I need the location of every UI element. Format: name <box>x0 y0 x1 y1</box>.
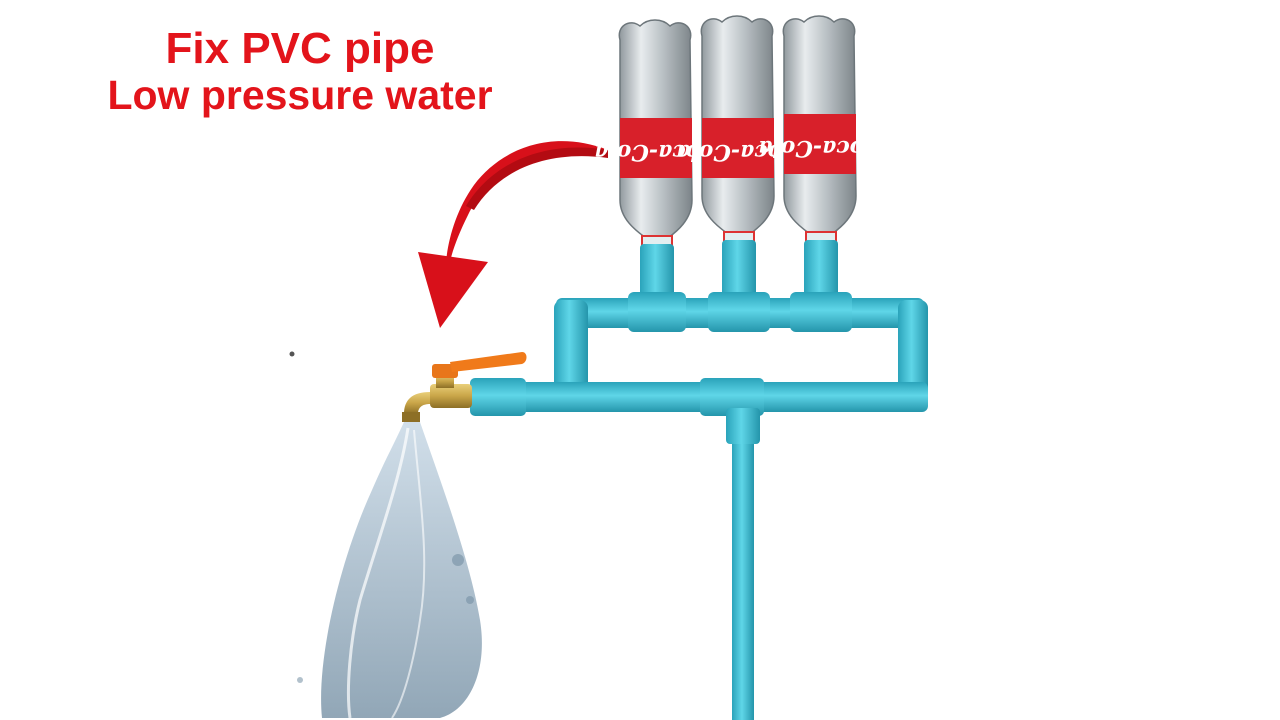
bottle-label-text-middle: Coca-Cola <box>676 139 800 165</box>
bottle-right: Coca-Cola <box>758 15 882 243</box>
bottom-main-pipe <box>470 378 928 416</box>
thumbnail-headline: Fix PVC pipe Low pressure water <box>40 24 560 119</box>
red-arrow-icon <box>418 141 608 328</box>
bottle-label-middle <box>702 118 774 178</box>
top-manifold-pipe <box>556 292 924 332</box>
bottle-left: Coca-Cola <box>594 19 718 247</box>
bottle-label-left <box>620 118 692 178</box>
headline-line-1: Fix PVC pipe <box>165 24 435 73</box>
bottle-label-right <box>784 114 856 174</box>
stand-pipe-tee <box>726 408 760 444</box>
brass-faucet <box>402 374 472 422</box>
bottle-label-text-left: Coca-Cola <box>594 139 718 165</box>
water-stream <box>289 351 482 719</box>
stand-pipe <box>732 412 754 720</box>
faucet-handle-icon <box>432 352 527 378</box>
loop-vertical-pipes <box>554 300 928 406</box>
bottle-label-text-right: Coca-Cola <box>758 135 882 161</box>
bottle-middle: Coca-Cola <box>676 15 800 243</box>
headline-line-2: Low pressure water <box>107 72 493 119</box>
